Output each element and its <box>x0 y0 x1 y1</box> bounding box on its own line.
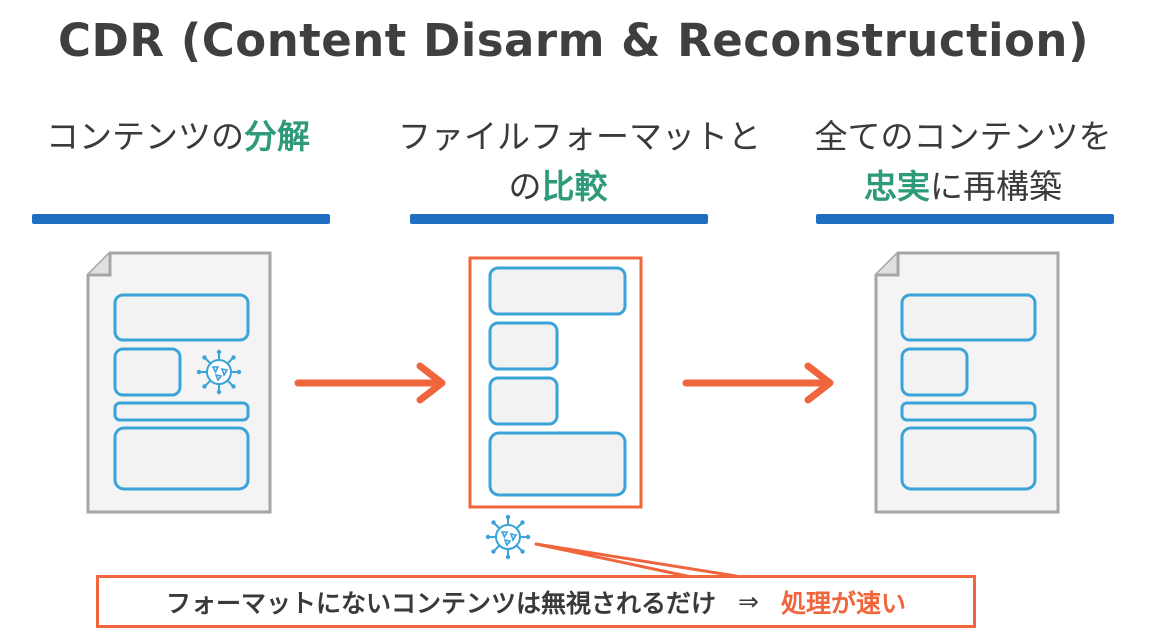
virus-icon <box>484 513 532 561</box>
column-label-line2: 忠実に再構築 <box>808 162 1118 212</box>
callout-pointer <box>534 542 738 580</box>
column-label-decompose: コンテンツの分解 <box>28 112 328 162</box>
column-label-line1: ファイルフォーマットと <box>398 117 761 156</box>
content-block <box>113 347 182 397</box>
column-label-highlight: 分解 <box>244 117 310 156</box>
content-block <box>113 401 250 422</box>
format-block <box>488 376 559 426</box>
virus-icon <box>195 348 243 396</box>
column-label-line2: の比較 <box>398 162 718 212</box>
column-label-plain: コンテンツの <box>46 117 244 156</box>
content-block <box>900 426 1037 491</box>
arrow-right-icon <box>682 362 834 404</box>
result-text: フォーマットにないコンテンツは無視されるだけ <box>166 588 717 618</box>
content-block <box>900 401 1037 422</box>
column-label-highlight: 比較 <box>541 167 608 206</box>
content-block <box>113 426 250 491</box>
format-block <box>488 431 627 497</box>
result-conclusion: 処理が速い <box>780 588 906 618</box>
result-callout: フォーマットにないコンテンツは無視されるだけ ⇒ 処理が速い <box>96 575 976 628</box>
arrow-right-icon <box>294 362 446 404</box>
column-label-line1: 全てのコンテンツを <box>814 117 1112 156</box>
column-label-compare: ファイルフォーマットと の比較 <box>398 112 761 212</box>
column-bar-2 <box>410 214 708 224</box>
format-block <box>488 321 559 371</box>
column-label-plain: の <box>508 167 542 206</box>
column-bar-3 <box>816 214 1114 224</box>
column-bar-1 <box>32 214 330 224</box>
implies-arrow: ⇒ <box>738 587 759 616</box>
column-label-plain: に再構築 <box>930 167 1062 206</box>
content-block <box>900 293 1037 342</box>
content-block <box>113 293 250 342</box>
page-title: CDR (Content Disarm & Reconstruction) <box>58 14 1090 67</box>
content-block <box>900 347 969 397</box>
column-label-highlight: 忠実 <box>864 167 930 206</box>
format-block <box>488 266 627 316</box>
column-label-reconstruct: 全てのコンテンツを 忠実に再構築 <box>808 112 1118 212</box>
